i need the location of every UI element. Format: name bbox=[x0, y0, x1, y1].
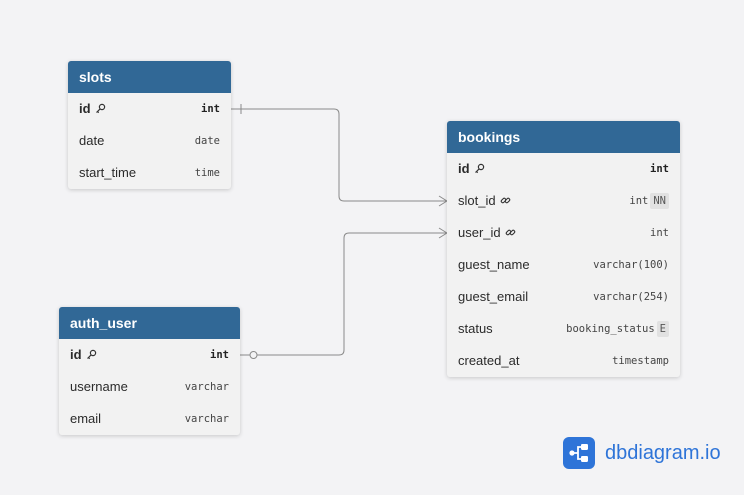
table-header[interactable]: bookings bbox=[447, 121, 680, 153]
column-name: username bbox=[70, 379, 128, 394]
column-type: int bbox=[650, 163, 669, 175]
link-icon bbox=[500, 186, 511, 218]
table-auth-user[interactable]: auth_user id int username varchar email … bbox=[59, 307, 240, 435]
table-row[interactable]: id int bbox=[68, 93, 231, 125]
brand-watermark[interactable]: dbdiagram.io bbox=[563, 436, 721, 470]
column-name-id: id bbox=[70, 339, 97, 372]
column-name-id: id bbox=[79, 93, 106, 126]
column-name: start_time bbox=[79, 165, 137, 180]
column-type: varchar(100) bbox=[593, 259, 669, 271]
column-type: date bbox=[194, 135, 220, 147]
zero-marker bbox=[249, 351, 258, 359]
link-icon bbox=[505, 218, 516, 250]
table-slots[interactable]: slots id int date date start_time time bbox=[68, 61, 231, 189]
table-row[interactable]: start_time time bbox=[68, 157, 231, 189]
table-header[interactable]: auth_user bbox=[59, 307, 240, 339]
column-type: int bbox=[210, 349, 229, 361]
column-name: created_at bbox=[458, 353, 520, 368]
brand-name: dbdiagram.io bbox=[605, 441, 721, 464]
column-type: int bbox=[201, 103, 220, 115]
table-header[interactable]: slots bbox=[68, 61, 231, 93]
column-name: status bbox=[458, 321, 493, 336]
column-type: varchar(254) bbox=[593, 291, 669, 303]
column-type: varchar bbox=[184, 381, 229, 393]
crowfoot-upper bbox=[438, 227, 448, 234]
table-row[interactable]: created_at timestamp bbox=[447, 345, 680, 377]
column-type: timestamp bbox=[612, 355, 669, 367]
enum-badge: E bbox=[656, 321, 669, 337]
column-name-id: id bbox=[458, 153, 485, 186]
table-row[interactable]: guest_email varchar(254) bbox=[447, 281, 680, 313]
key-icon bbox=[474, 154, 485, 186]
crowfoot-upper bbox=[438, 195, 448, 202]
crowfoot-lower bbox=[438, 200, 448, 207]
column-name: date bbox=[79, 133, 105, 148]
key-icon bbox=[95, 94, 106, 126]
relationship-slots-bookings[interactable] bbox=[231, 104, 448, 207]
column-name: email bbox=[70, 411, 102, 426]
table-row[interactable]: id int bbox=[59, 339, 240, 371]
column-name: slot_id bbox=[458, 185, 511, 218]
column-type: time bbox=[194, 167, 220, 179]
column-type: varchar bbox=[184, 413, 229, 425]
table-row[interactable]: email varchar bbox=[59, 403, 240, 435]
not-null-badge: NN bbox=[650, 193, 669, 209]
dbdiagram-logo-icon bbox=[563, 437, 595, 469]
key-icon bbox=[86, 340, 97, 372]
table-row[interactable]: id int bbox=[447, 153, 680, 185]
table-row[interactable]: user_id int bbox=[447, 217, 680, 249]
table-row[interactable]: username varchar bbox=[59, 371, 240, 403]
crowfoot-lower bbox=[438, 232, 448, 239]
column-name: guest_name bbox=[458, 257, 530, 272]
column-name: guest_email bbox=[458, 289, 529, 304]
column-name: user_id bbox=[458, 217, 516, 250]
table-row[interactable]: date date bbox=[68, 125, 231, 157]
column-type: int bbox=[650, 227, 669, 239]
table-row[interactable]: guest_name varchar(100) bbox=[447, 249, 680, 281]
relationship-authuser-bookings[interactable] bbox=[240, 227, 448, 359]
